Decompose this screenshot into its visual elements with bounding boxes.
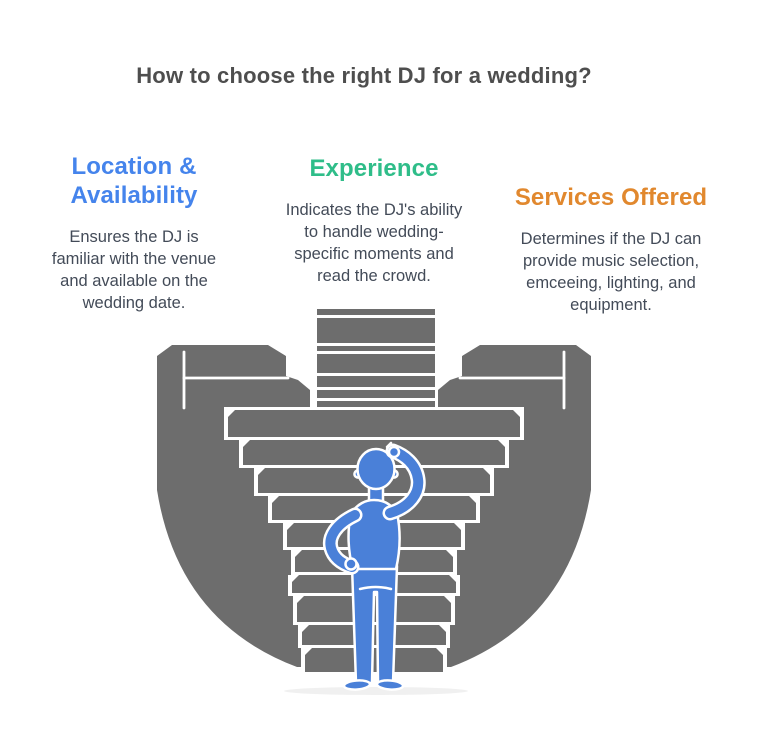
left-staircase-wing xyxy=(157,345,310,667)
staircase-illustration xyxy=(157,309,591,695)
scratch-line xyxy=(385,441,393,449)
person-hip-hand xyxy=(344,557,358,571)
person-shadow xyxy=(284,687,468,695)
confused-person-figure xyxy=(284,441,468,695)
person-head-hand xyxy=(387,445,401,459)
center-tower-blocks xyxy=(317,309,435,407)
column-body: Indicates the DJ's ability to handle wed… xyxy=(285,201,463,285)
person-feet xyxy=(342,679,405,691)
right-staircase-wing xyxy=(438,345,591,667)
person-left-arm xyxy=(322,507,363,575)
page-title: How to choose the right DJ for a wedding… xyxy=(136,63,592,88)
column-heading: Services Offered xyxy=(514,184,708,211)
column-services-offered: Services Offered Determines if the DJ ca… xyxy=(501,183,721,316)
column-body: Ensures the DJ is familiar with the venu… xyxy=(51,228,217,312)
person-hip-line xyxy=(358,585,393,591)
column-location-availability: Location & Availability Ensures the DJ i… xyxy=(29,152,239,314)
person-right-arm xyxy=(382,441,426,521)
column-heading: Location & Availability xyxy=(70,153,198,209)
tower-bevel-lines xyxy=(182,350,566,410)
column-heading: Experience xyxy=(309,155,439,182)
column-experience: Experience Indicates the DJ's ability to… xyxy=(264,154,484,287)
column-body: Determines if the DJ can provide music s… xyxy=(520,230,702,314)
step-row xyxy=(305,648,443,672)
step-row xyxy=(228,410,520,437)
person-head xyxy=(353,447,399,491)
